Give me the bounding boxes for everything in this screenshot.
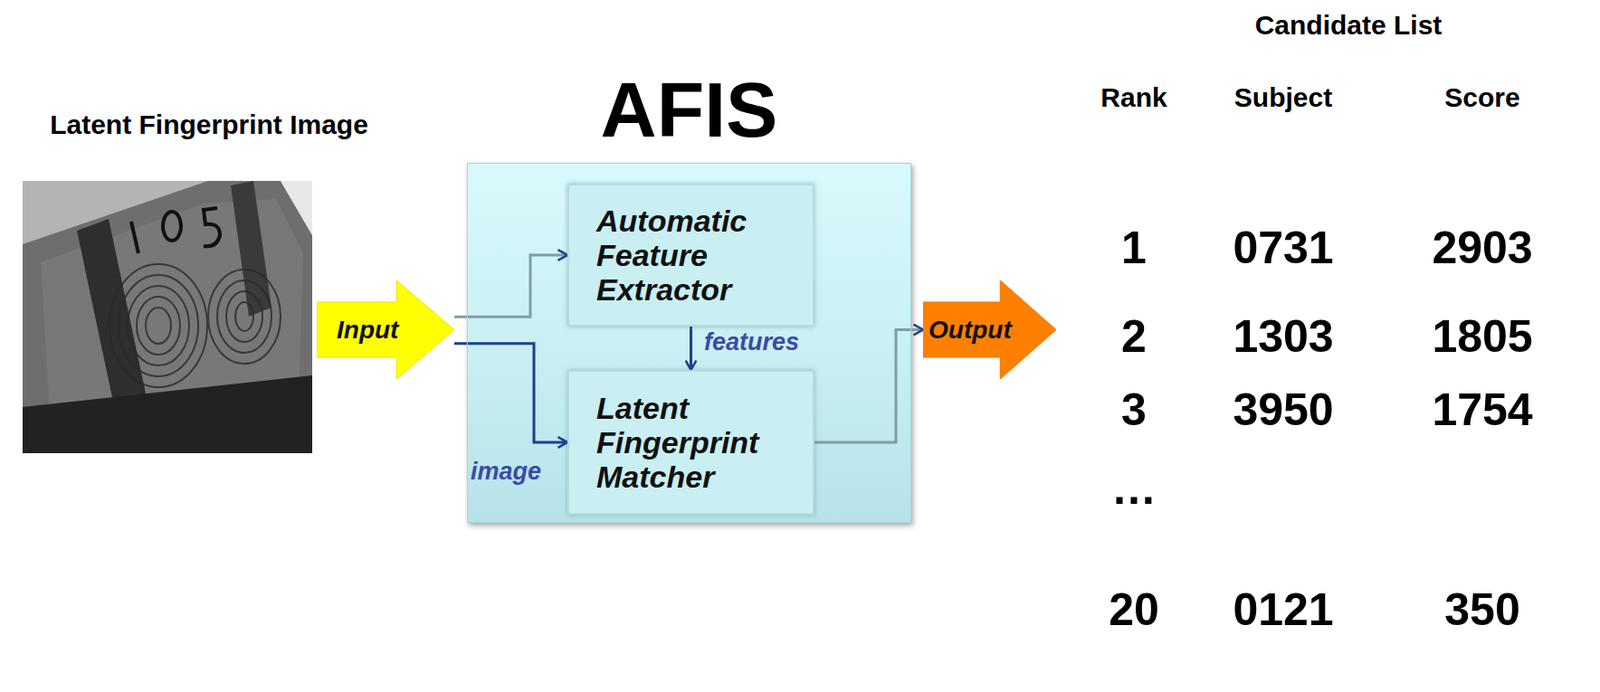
arrow-body [923,280,1057,380]
ridge [109,264,208,388]
handwriting [131,208,220,254]
ridge [208,269,281,364]
arrow-body [316,280,455,380]
column-header: Subject [1192,81,1374,114]
column-header: Score [1391,81,1573,114]
box-label: Automatic Feature Extractor [596,203,786,307]
ridge [235,302,254,332]
table-cell: 1303 [1192,311,1374,363]
pen-stroke [162,211,181,241]
fingerprint-photo [22,180,313,454]
ridge [226,291,263,343]
table-cell: 20 [1061,584,1207,637]
table-cell: 3 [1061,384,1207,437]
box-label: Latent Fingerprint Matcher [596,390,786,495]
ridge [118,275,199,377]
photo-band [230,180,272,317]
arrow-label: Output [928,315,1012,345]
photo-edge [280,180,313,236]
table-cell: 350 [1391,584,1573,637]
table-cell: 2903 [1391,222,1573,275]
output-arrow: Output [923,280,1057,380]
ridge [127,285,190,366]
ridge [145,307,172,344]
table-cell: 0121 [1192,584,1374,637]
image-caption: Latent Fingerprint Image [0,108,418,141]
panel-heading: AFIS [413,66,965,153]
process-box: Automatic Feature Extractor [567,183,815,327]
photo-surface [22,180,313,454]
connector [814,330,924,444]
edge-label: image [470,457,542,486]
connector [454,343,568,443]
table-cell: 1 [1061,222,1207,275]
pen-stroke [131,221,139,254]
pen-stroke [203,208,220,247]
table-cell: … [1061,463,1207,515]
arrow-label: Input [336,315,399,345]
table-cell: 1805 [1391,311,1573,363]
table-cell: 1754 [1391,384,1573,437]
edge-label: features [704,328,800,356]
connector [689,326,693,371]
table-cell: 0731 [1192,222,1374,275]
input-arrow: Input [316,280,455,380]
process-box: Latent Fingerprint Matcher [567,370,815,515]
table-cell: 3950 [1192,384,1374,437]
column-header: Rank [1061,81,1207,114]
connector [454,255,568,317]
photo-ground [22,180,313,454]
list-heading: Candidate List [1212,9,1485,41]
fingerprint-ridges [109,264,281,388]
ridge [136,296,181,355]
ridge [217,280,272,353]
table-cell: 2 [1061,311,1207,363]
